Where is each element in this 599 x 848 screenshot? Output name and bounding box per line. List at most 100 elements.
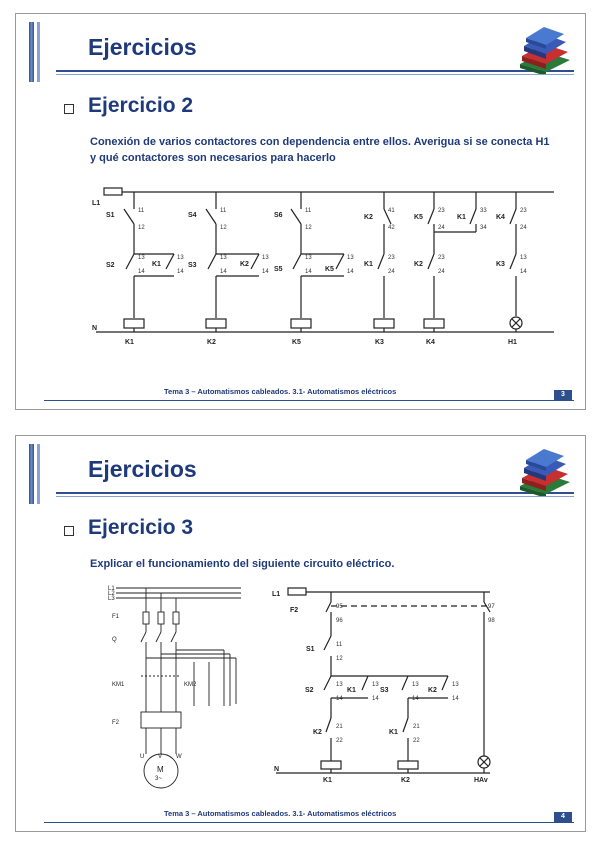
- svg-text:M: M: [157, 765, 164, 774]
- svg-text:K3: K3: [375, 339, 384, 346]
- slide-footer: Tema 3 – Automatismos cableados. 3.1- Au…: [164, 809, 397, 818]
- svg-text:F2: F2: [112, 720, 120, 726]
- title-underline-thin: [56, 74, 574, 75]
- label-L1: L1: [92, 200, 100, 207]
- svg-text:96: 96: [336, 618, 343, 624]
- svg-text:Q: Q: [112, 637, 117, 643]
- svg-text:14: 14: [138, 269, 145, 275]
- svg-text:23: 23: [520, 208, 527, 214]
- svg-text:14: 14: [262, 269, 269, 275]
- svg-text:13: 13: [336, 682, 343, 688]
- slide-4: Ejercicios Ejercicio 3 Explicar el funci…: [15, 435, 586, 832]
- svg-text:3~: 3~: [155, 776, 162, 782]
- svg-text:W: W: [176, 754, 182, 760]
- svg-text:14: 14: [372, 696, 379, 702]
- slide-3: Ejercicios Ejercicio 2 Conexión de vario…: [15, 13, 586, 410]
- svg-text:14: 14: [305, 269, 312, 275]
- label-N: N: [92, 325, 97, 332]
- svg-text:11: 11: [305, 208, 312, 214]
- svg-text:22: 22: [336, 738, 343, 744]
- books-icon: [520, 449, 570, 496]
- books-icon: [520, 27, 570, 74]
- svg-text:K2: K2: [207, 339, 216, 346]
- svg-text:23: 23: [438, 208, 445, 214]
- svg-text:98: 98: [488, 618, 495, 624]
- svg-text:S1: S1: [106, 212, 115, 219]
- svg-text:13: 13: [520, 255, 527, 261]
- svg-text:14: 14: [336, 696, 343, 702]
- svg-text:F1: F1: [112, 614, 120, 620]
- svg-text:13: 13: [452, 682, 459, 688]
- slide-footer: Tema 3 – Automatismos cableados. 3.1- Au…: [164, 387, 397, 396]
- svg-text:95: 95: [336, 604, 343, 610]
- svg-text:24: 24: [438, 269, 445, 275]
- svg-text:S3: S3: [188, 262, 197, 269]
- svg-text:14: 14: [177, 269, 184, 275]
- title-accent-bar-inner: [37, 22, 40, 82]
- svg-text:21: 21: [413, 724, 420, 730]
- svg-text:L1: L1: [272, 591, 280, 598]
- svg-text:KM2: KM2: [184, 682, 197, 688]
- svg-text:K2: K2: [240, 261, 249, 268]
- svg-text:12: 12: [220, 225, 227, 231]
- svg-text:23: 23: [438, 255, 445, 261]
- svg-text:K5: K5: [292, 339, 301, 346]
- svg-text:F2: F2: [290, 607, 298, 614]
- page-number: 3: [554, 390, 572, 400]
- svg-text:K2: K2: [428, 687, 437, 694]
- svg-text:23: 23: [388, 255, 395, 261]
- svg-text:13: 13: [220, 255, 227, 261]
- svg-text:S2: S2: [106, 262, 115, 269]
- svg-text:14: 14: [412, 696, 419, 702]
- svg-text:11: 11: [220, 208, 227, 214]
- title-underline-thin: [56, 496, 574, 497]
- svg-text:K2: K2: [401, 777, 410, 784]
- bullet-icon: [64, 526, 74, 536]
- svg-text:L1: L1: [108, 586, 115, 592]
- svg-text:24: 24: [438, 225, 445, 231]
- power-and-control-diagram: L1 L2 L3 F1 Q KM1 KM2 F2 U V W M 3~: [108, 586, 495, 789]
- slide-title: Ejercicios: [88, 456, 197, 482]
- exercise-title: Ejercicio 3: [88, 516, 194, 539]
- exercise-description: Explicar el funcionamiento del siguiente…: [90, 558, 395, 570]
- svg-text:14: 14: [520, 269, 527, 275]
- svg-text:14: 14: [452, 696, 459, 702]
- exercise-title: Ejercicio 2: [88, 94, 194, 117]
- svg-text:K1: K1: [152, 261, 161, 268]
- svg-text:11: 11: [138, 208, 145, 214]
- svg-text:K4: K4: [426, 339, 435, 346]
- svg-text:K2: K2: [313, 729, 322, 736]
- title-accent-bar: [29, 22, 34, 82]
- svg-text:K1: K1: [125, 339, 134, 346]
- svg-text:14: 14: [220, 269, 227, 275]
- svg-text:13: 13: [262, 255, 269, 261]
- svg-text:K2: K2: [364, 214, 373, 221]
- control-circuit-diagram: L1 N S1 S2 K1 K1 S4 S3 K2 K2 S6 S5 K5 K5…: [92, 187, 554, 346]
- footer-line: [44, 400, 574, 401]
- svg-text:V: V: [158, 754, 162, 760]
- slide-title: Ejercicios: [88, 34, 197, 60]
- svg-text:KM1: KM1: [112, 682, 125, 688]
- svg-text:22: 22: [413, 738, 420, 744]
- svg-text:K3: K3: [496, 261, 505, 268]
- svg-text:H1: H1: [508, 339, 517, 346]
- svg-text:L3: L3: [108, 596, 115, 602]
- footer-line: [44, 822, 574, 823]
- svg-text:13: 13: [372, 682, 379, 688]
- svg-text:S1: S1: [306, 646, 315, 653]
- svg-text:U: U: [140, 754, 144, 760]
- svg-text:S2: S2: [305, 687, 314, 694]
- svg-text:12: 12: [138, 225, 145, 231]
- svg-text:K1: K1: [389, 729, 398, 736]
- page-number: 4: [554, 812, 572, 822]
- svg-text:33: 33: [480, 208, 487, 214]
- svg-text:13: 13: [177, 255, 184, 261]
- bullet-icon: [64, 104, 74, 114]
- svg-text:S3: S3: [380, 687, 389, 694]
- svg-text:K1: K1: [323, 777, 332, 784]
- svg-text:HAv: HAv: [474, 777, 488, 784]
- svg-text:K1: K1: [364, 261, 373, 268]
- title-underline: [56, 492, 574, 494]
- svg-text:13: 13: [305, 255, 312, 261]
- svg-text:42: 42: [388, 225, 395, 231]
